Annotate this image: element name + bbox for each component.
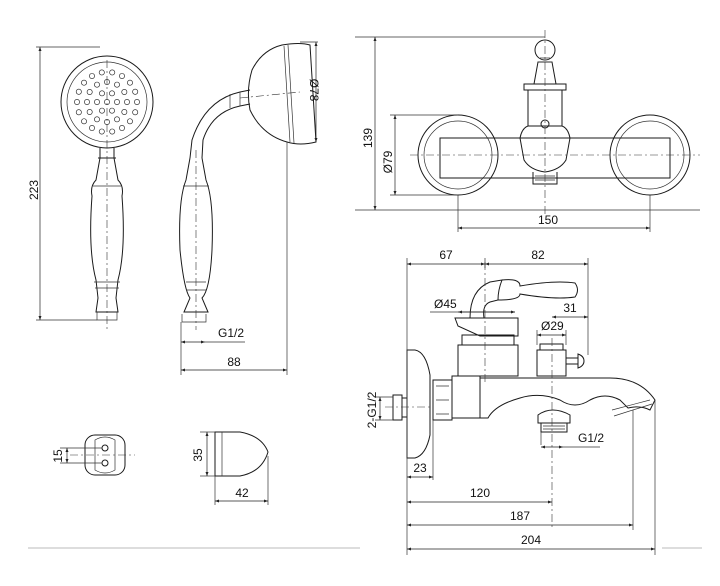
- spray-nozzle: [109, 128, 116, 135]
- spray-nozzle: [109, 107, 115, 114]
- spray-nozzle: [124, 99, 130, 105]
- spray-nozzle: [109, 90, 115, 97]
- dim-2-g1-2: 2-G1/2: [365, 391, 379, 428]
- spray-nozzle: [127, 118, 133, 125]
- spray-nozzle: [99, 107, 105, 114]
- mixer-side-view: 67 82 Ø45 31 Ø29 2-G1/2 G1/2 23 120 187 …: [365, 248, 656, 555]
- wall-holder-views: 15 35 42: [51, 431, 269, 505]
- spray-nozzle: [94, 116, 100, 123]
- dim-23: 23: [413, 461, 427, 475]
- dim-31: 31: [563, 301, 577, 315]
- dim-88: 88: [227, 355, 241, 369]
- dim-150: 150: [538, 213, 558, 227]
- spray-nozzle: [89, 73, 95, 79]
- dim-o79: Ø79: [381, 150, 395, 173]
- dim-82: 82: [531, 248, 545, 262]
- dim-o29: Ø29: [541, 319, 564, 333]
- spray-nozzle: [89, 125, 95, 131]
- spray-nozzle: [94, 99, 100, 105]
- dim-o78: Ø78: [307, 79, 321, 102]
- spray-nozzle: [109, 69, 116, 76]
- dim-g1-2-shower: G1/2: [218, 326, 244, 340]
- dim-67: 67: [439, 248, 453, 262]
- spray-nozzle: [75, 88, 82, 95]
- dim-g1-2-outlet: G1/2: [578, 431, 604, 445]
- spray-nozzle: [86, 89, 93, 95]
- spray-nozzle: [121, 109, 128, 115]
- spray-nozzle: [134, 99, 140, 105]
- spray-nozzle: [98, 128, 105, 135]
- dim-139: 139: [361, 128, 375, 148]
- dim-o45: Ø45: [434, 297, 457, 311]
- spray-nozzle: [114, 116, 120, 123]
- dim-15: 15: [51, 449, 65, 463]
- mixer-front-view: 139 Ø79 150: [355, 30, 700, 232]
- spray-nozzle: [86, 109, 93, 115]
- dim-204: 204: [521, 533, 541, 547]
- spray-nozzle: [98, 69, 105, 76]
- spray-nozzle: [119, 125, 125, 131]
- dim-223: 223: [27, 180, 41, 200]
- spray-nozzle: [121, 89, 128, 95]
- spray-nozzle: [99, 90, 105, 97]
- spray-nozzle: [74, 99, 80, 105]
- spray-nozzle: [84, 99, 90, 105]
- hand-shower-side-view: G1/2 88 Ø78: [179, 41, 321, 375]
- spray-nozzle: [119, 73, 125, 79]
- dim-35: 35: [191, 448, 205, 462]
- hand-shower-front-view: 223: [27, 46, 154, 330]
- spray-nozzle: [75, 109, 82, 116]
- dim-187: 187: [510, 509, 530, 523]
- spray-nozzle: [127, 79, 133, 86]
- spray-nozzle: [94, 81, 100, 88]
- dim-120: 120: [470, 486, 490, 500]
- spray-nozzle: [81, 118, 87, 125]
- dim-42: 42: [235, 486, 249, 500]
- spray-nozzle: [132, 109, 139, 116]
- spray-nozzle: [81, 79, 87, 86]
- spray-nozzle: [114, 99, 120, 105]
- spray-nozzle: [114, 81, 120, 88]
- spray-nozzle: [132, 88, 139, 95]
